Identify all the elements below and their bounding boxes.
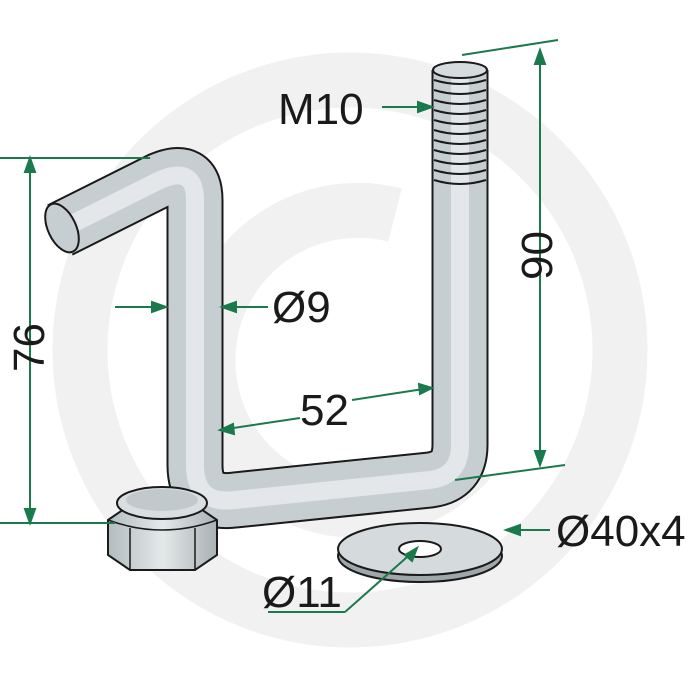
width-label: 52 [300, 386, 349, 435]
thread-label: M10 [278, 85, 364, 134]
hex-nut [107, 486, 218, 571]
washer-size-label: Ø40x4 [556, 507, 686, 556]
flat-washer [337, 522, 503, 583]
height-left-label: 76 [5, 323, 54, 372]
rod-diameter-label: Ø9 [272, 283, 331, 332]
bent-bolt [44, 61, 489, 529]
washer-hole-label: Ø11 [262, 568, 342, 617]
thread-lines [433, 79, 487, 185]
dimension-lines [0, 39, 566, 613]
height-right-label: 90 [513, 231, 562, 280]
